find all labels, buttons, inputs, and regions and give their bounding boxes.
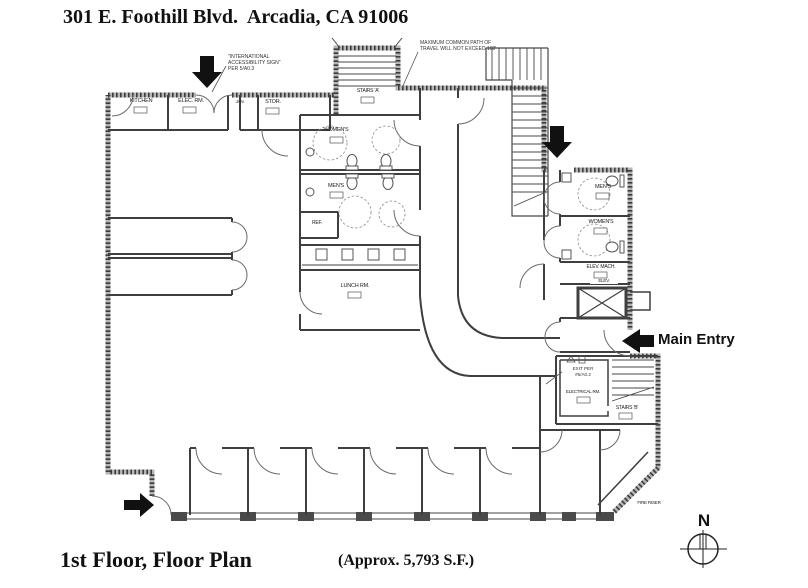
room-label-stor: STOR. xyxy=(265,99,281,105)
room-number-tags xyxy=(133,96,633,420)
entry-arrow-right-icon xyxy=(542,126,572,158)
stairs-b-treads xyxy=(611,359,655,402)
room-label-stairs-b: STAIRS 'B' xyxy=(604,406,650,411)
area-note: (Approx. 5,793 S.F.) xyxy=(338,552,475,569)
entry-arrow-bottom-left-icon xyxy=(124,493,154,517)
compass-north-label: N xyxy=(697,511,711,530)
window-wall xyxy=(171,512,614,521)
lunch-stations xyxy=(315,248,406,261)
address-title: 301 E. Foothill Blvd. Arcadia, CA 91006 xyxy=(63,6,409,28)
room-label-womens-right: WOMEN'S xyxy=(588,219,614,225)
leader-lines xyxy=(211,51,586,385)
door-swings xyxy=(111,94,631,516)
room-label-kitchen: KITCHEN xyxy=(129,98,153,104)
common-path-note: MAXIMUM COMMON PATH OF TRAVEL WILL NOT E… xyxy=(420,40,497,52)
interior-walls xyxy=(108,88,658,515)
room-label-jan: JAN. xyxy=(235,99,245,104)
room-label-mens-center: MEN'S xyxy=(328,183,344,189)
turning-radius-circles xyxy=(312,125,611,257)
room-label-ref: REF. xyxy=(311,220,323,226)
north-compass-icon xyxy=(680,530,727,568)
main-entry-arrow-icon xyxy=(622,329,654,353)
exterior-walls xyxy=(105,45,661,514)
entry-arrow-top-left-icon xyxy=(192,56,222,88)
room-label-electrical-rm: ELECTRICAL RM. xyxy=(565,389,601,394)
room-label-mens-right: MEN'S xyxy=(595,184,611,190)
room-label-stairs-a: STAIRS 'A' xyxy=(346,89,390,94)
room-label-lunch-rm: LUNCH RM. xyxy=(340,283,370,289)
room-label-elev-mach: ELEV. MACH. xyxy=(586,264,616,270)
accessibility-sign-note: "INTERNATIONAL ACCESSIBILITY SIGN" PER 5… xyxy=(228,54,281,72)
plan-title: 1st Floor, Floor Plan xyxy=(60,547,252,572)
room-label-womens-center: WOMEN'S xyxy=(323,127,349,133)
room-label-fire-riser: FIRE RISER xyxy=(637,500,661,505)
exterior-stair-top-right xyxy=(485,47,549,217)
room-label-elev: ELEV. xyxy=(590,278,618,284)
stairs-a-treads xyxy=(331,37,403,87)
room-label-elec-rm: ELEC. RM. xyxy=(178,98,204,104)
main-entry-label: Main Entry xyxy=(658,331,735,348)
entry-arrows xyxy=(124,56,654,517)
restroom-fixtures xyxy=(305,147,625,260)
exit-note: EXIT PER #5/A0.2 xyxy=(572,366,594,377)
elevator-shaft xyxy=(576,286,628,320)
